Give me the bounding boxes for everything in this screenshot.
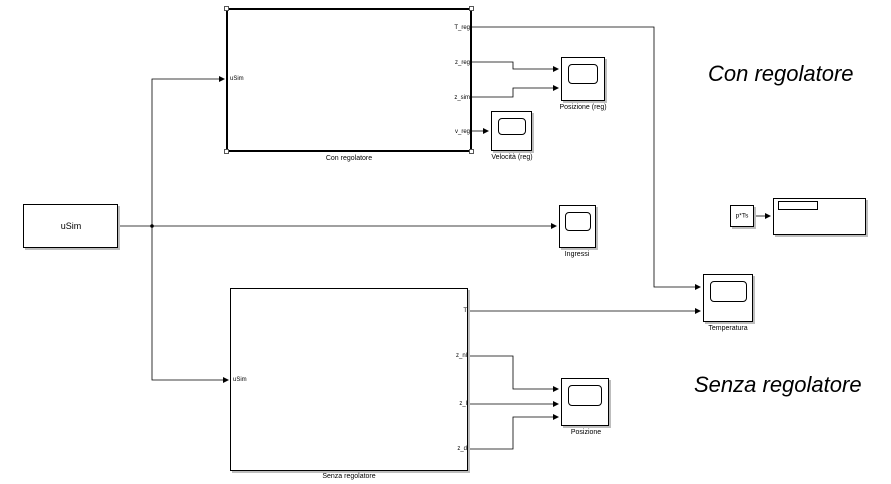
- gain-block-pts[interactable]: p*Ts: [730, 205, 754, 227]
- port-in-usim-con: uSim: [230, 76, 244, 82]
- scope-screen: [568, 385, 602, 406]
- scope-screen: [565, 212, 591, 231]
- branch-junction: [150, 224, 154, 228]
- annotation-senza-regolatore: Senza regolatore: [694, 372, 862, 397]
- port-out-treg: T_reg: [454, 25, 470, 31]
- port-out-vreg: v_reg: [454, 129, 470, 135]
- caption-velocita-reg: Velocità (reg): [491, 154, 533, 161]
- line-zd-to-posizione: [468, 414, 559, 450]
- scope-temperatura[interactable]: [703, 274, 753, 322]
- port-in-usim-senza: uSim: [233, 377, 247, 383]
- scope-posizione-reg[interactable]: [561, 57, 605, 101]
- resize-handle-tl[interactable]: [224, 6, 229, 11]
- port-out-zl: z_l: [459, 401, 467, 407]
- port-out-zreg: z_reg: [454, 60, 470, 66]
- caption-senza-regolatore: Senza regolatore: [322, 473, 376, 480]
- scope-screen: [498, 118, 526, 135]
- scope-velocita-reg[interactable]: [491, 111, 532, 151]
- line-branch-to-senza: [151, 226, 229, 383]
- annotation-con-regolatore: Con regolatore: [708, 61, 854, 86]
- scope-screen: [710, 281, 747, 302]
- display-value-field: [778, 201, 818, 210]
- resize-handle-tr[interactable]: [469, 6, 474, 11]
- gain-block-label: p*Ts: [735, 212, 749, 220]
- line-branch-to-con: [151, 76, 225, 226]
- source-block-usim[interactable]: uSim: [23, 204, 118, 248]
- caption-ingressi: Ingressi: [564, 251, 590, 258]
- caption-posizione: Posizione: [570, 429, 602, 436]
- caption-temperatura: Temperatura: [708, 325, 748, 332]
- subsystem-senza-regolatore[interactable]: uSim T z_nl z_l z_d: [230, 288, 468, 471]
- scope-ingressi[interactable]: [559, 205, 596, 248]
- port-out-znl: z_nl: [455, 353, 467, 359]
- subsystem-con-regolatore[interactable]: uSim T_reg z_reg z_sim v_reg: [226, 8, 472, 152]
- line-zsim-to-pos-reg: [472, 85, 559, 98]
- resize-handle-bl[interactable]: [224, 149, 229, 154]
- port-out-zd: z_d: [457, 446, 467, 452]
- line-znl-to-posizione: [468, 355, 559, 392]
- display-block[interactable]: [773, 198, 866, 235]
- caption-posizione-reg: Posizione (reg): [559, 104, 607, 111]
- line-zreg-to-pos-reg: [472, 61, 559, 72]
- caption-con-regolatore: Con regolatore: [325, 155, 373, 162]
- resize-handle-br[interactable]: [469, 149, 474, 154]
- port-out-zsim: z_sim: [454, 95, 470, 101]
- port-out-t: T: [463, 308, 467, 314]
- scope-posizione[interactable]: [561, 378, 609, 426]
- line-treg-to-temperatura: [472, 26, 701, 290]
- scope-screen: [568, 64, 598, 84]
- source-block-label: uSim: [60, 221, 82, 231]
